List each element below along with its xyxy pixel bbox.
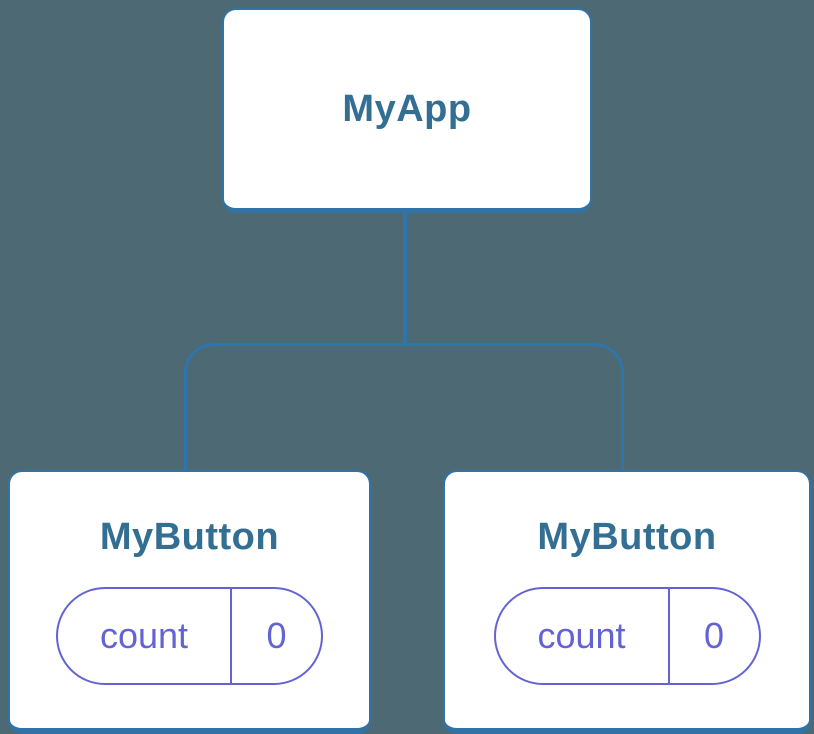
root-node-label: MyApp [342,87,472,130]
component-node-child-left: MyButton count 0 [8,470,371,734]
child-node-label: MyButton [537,516,717,558]
component-node-root: MyApp [222,8,592,213]
state-name: count [496,589,670,683]
state-value: 0 [266,615,287,656]
connector-stem [403,210,407,344]
state-value: 0 [703,615,725,656]
connector-bracket [184,343,624,470]
child-node-label: MyButton [99,516,280,558]
component-node-child-right: MyButton count 0 [443,470,811,734]
state-pill: count 0 [56,587,323,685]
state-name: count [58,589,232,683]
state-pill: count 0 [493,587,761,685]
